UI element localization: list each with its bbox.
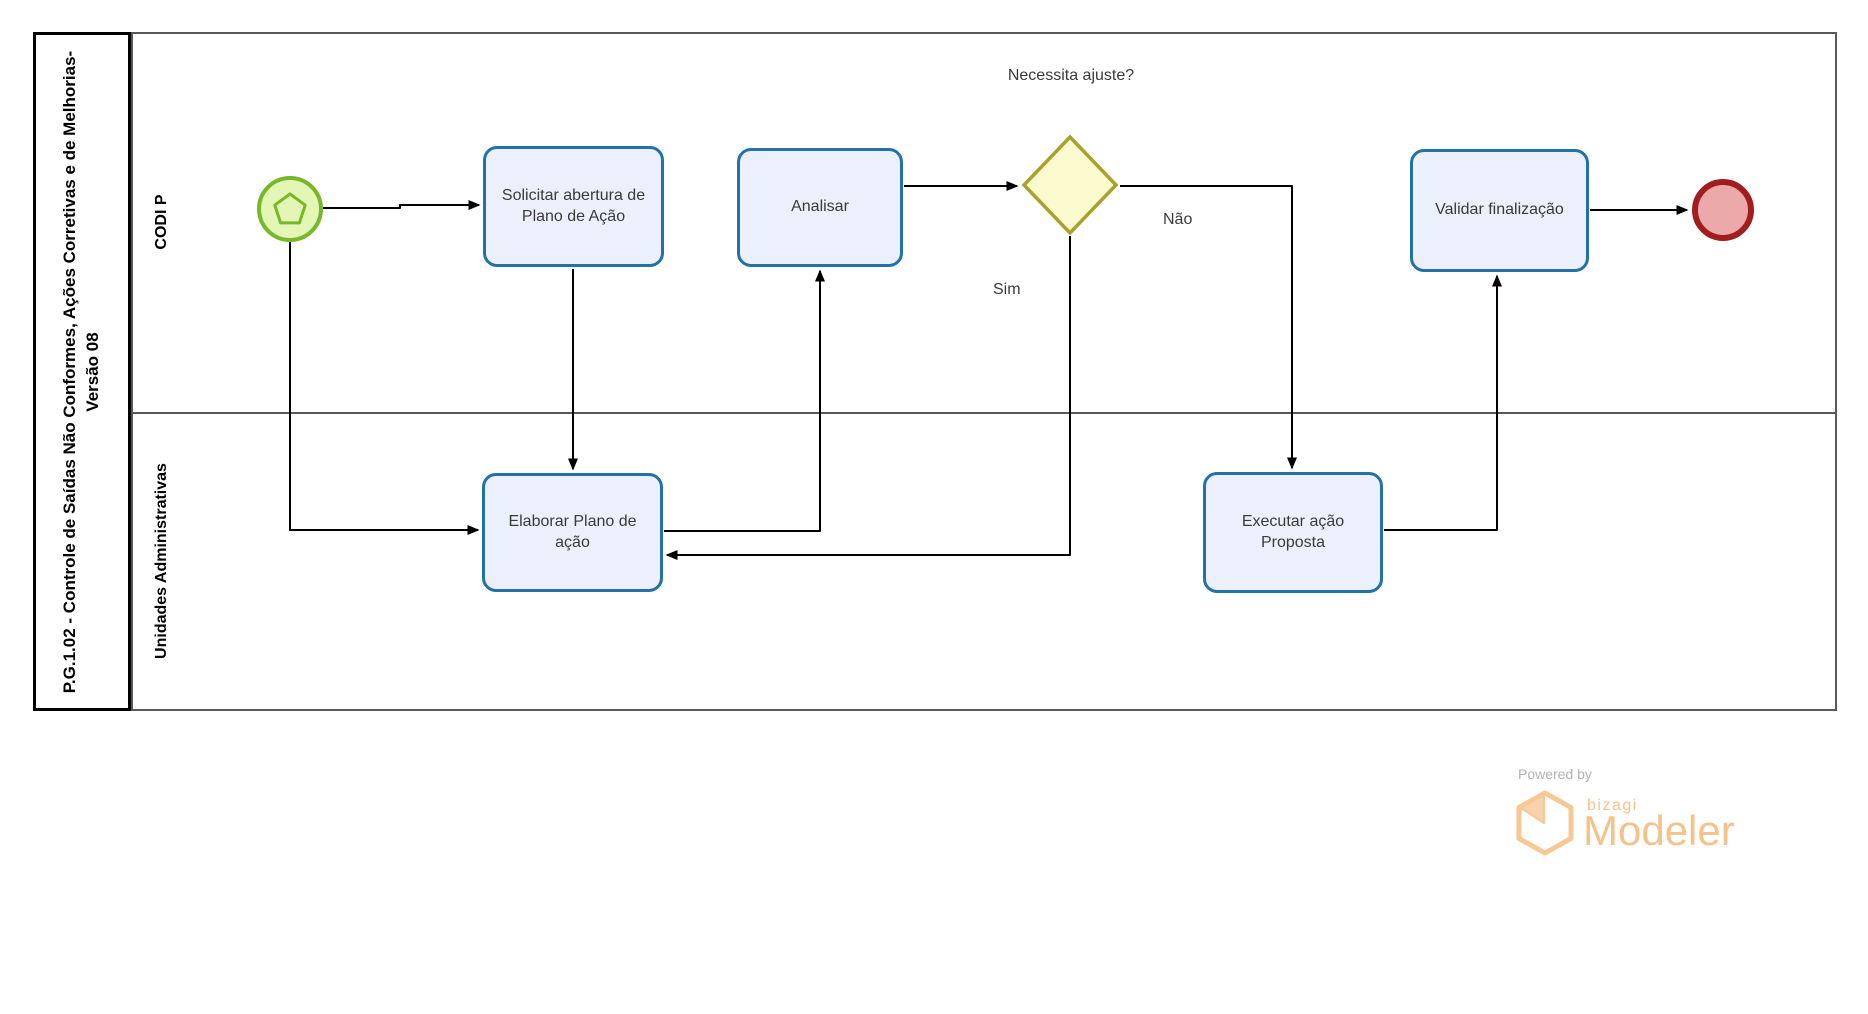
pool (131, 32, 1837, 711)
task-label: Executar ação Proposta (1241, 512, 1345, 551)
powered-by-text: Powered by (1518, 766, 1592, 782)
edge-label-nao: Não (1163, 211, 1193, 228)
start-event (257, 176, 323, 242)
lane-label-codi-p: CODI P (153, 194, 170, 250)
task-label: Elaborar Plano de ação (508, 512, 637, 551)
task-elaborar-plano: Elaborar Plano de ação (482, 473, 663, 592)
pool-title: P.G.1.02 - Controle de Saídas Não Confor… (60, 50, 102, 693)
bizagi-box-icon (1516, 790, 1574, 856)
end-event (1692, 179, 1754, 241)
task-label: Analisar (791, 198, 849, 216)
bizagi-modeler-logo: Powered by bizagi Modeler (1516, 766, 1796, 876)
task-label: Validar finalização (1435, 201, 1564, 219)
lane-label-unidades-administrativas: Unidades Administrativas (153, 463, 170, 659)
gateway-diamond-icon (1021, 134, 1119, 236)
task-executar-acao: Executar ação Proposta (1203, 472, 1383, 593)
gateway-question-label: Necessita ajuste? (1007, 67, 1135, 84)
bizagi-brand-text: bizagi (1587, 797, 1638, 814)
task-solicitar-abertura: Solicitar abertura de Plano de Ação (483, 146, 664, 267)
edge-label-sim: Sim (993, 281, 1021, 298)
modeler-product-text: Modeler (1583, 807, 1735, 854)
task-analisar: Analisar (737, 148, 903, 267)
task-validar-finalizacao: Validar finalização (1410, 149, 1589, 272)
task-label: Solicitar abertura de Plano de Ação (501, 186, 646, 225)
pentagon-icon (273, 192, 307, 225)
pool-title-bar: P.G.1.02 - Controle de Saídas Não Confor… (33, 32, 131, 711)
gateway-necessita-ajuste (1021, 134, 1119, 236)
